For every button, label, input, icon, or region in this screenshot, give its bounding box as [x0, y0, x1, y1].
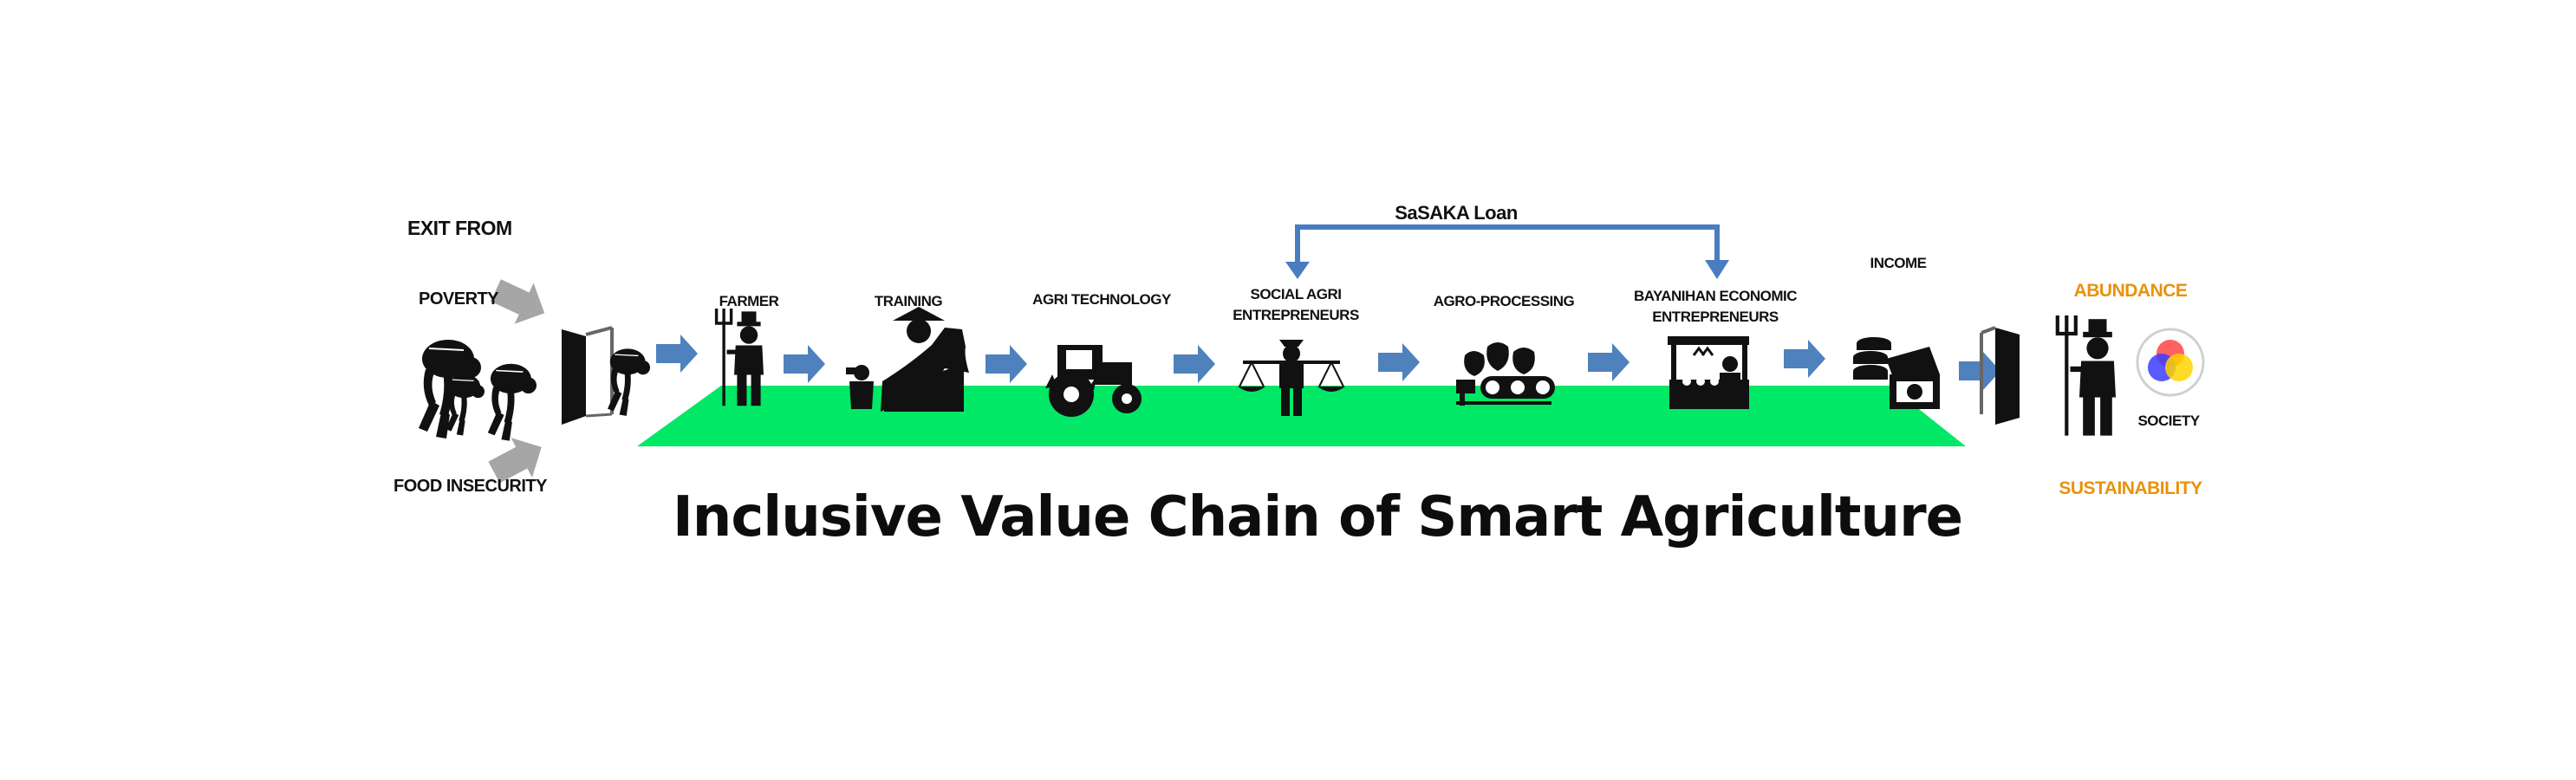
loan-arrow-down-icon — [1705, 260, 1729, 279]
social-agri-line1: SOCIAL AGRI — [1250, 286, 1342, 302]
door-icon — [1980, 326, 2020, 425]
tractor-icon — [1045, 345, 1142, 417]
money-icon — [1853, 337, 1940, 409]
bayanihan-line1: BAYANIHAN ECONOMIC — [1633, 288, 1798, 304]
loan-arrow-down-icon — [1285, 262, 1310, 279]
food-insecurity-label: FOOD INSECURITY — [394, 477, 547, 496]
social-agri-line2: ENTREPRENEURS — [1233, 307, 1359, 323]
food-insecurity-arrow-icon — [488, 438, 542, 484]
poverty-label: POVERTY — [419, 289, 499, 309]
flow-arrow-icon — [1378, 343, 1420, 381]
agri-technology-label: AGRI TECHNOLOGY — [1032, 291, 1171, 308]
farmer-label: FARMER — [719, 293, 779, 309]
flow-arrow-icon — [656, 335, 698, 373]
bent-person-icon — [445, 374, 485, 437]
bayanihan-label: BAYANIHAN ECONOMIC ENTREPRENEURS — [1633, 286, 1798, 328]
diagram-title: Inclusive Value Chain of Smart Agricultu… — [672, 485, 1963, 549]
training-label: TRAINING — [874, 293, 943, 309]
scale-person-icon — [1238, 340, 1345, 416]
income-label: INCOME — [1870, 255, 1928, 271]
conveyor-icon — [1456, 342, 1555, 406]
flow-arrow-icon — [1784, 340, 1825, 378]
door-icon — [562, 326, 614, 425]
social-agri-label: SOCIAL AGRI ENTREPRENEURS — [1233, 284, 1359, 326]
loan-connector — [1295, 224, 1720, 272]
society-label: SOCIETY — [2137, 413, 2200, 429]
poverty-arrow-icon — [491, 279, 545, 324]
flow-arrow-icon — [784, 345, 825, 383]
training-icon — [846, 307, 969, 412]
agro-processing-label: AGRO-PROCESSING — [1433, 293, 1575, 309]
bent-person-icon — [607, 348, 651, 417]
abundance-label: ABUNDANCE — [2073, 281, 2188, 301]
flow-arrow-icon — [986, 345, 1027, 383]
bent-person-icon — [487, 362, 537, 442]
farmer-icon — [2058, 315, 2116, 436]
flow-arrow-icon — [1174, 345, 1215, 383]
exit-from-label: EXIT FROM — [407, 217, 512, 239]
loan-label: SaSAKA Loan — [1395, 202, 1518, 224]
bayanihan-line2: ENTREPRENEURS — [1652, 309, 1779, 325]
venn-icon — [2136, 328, 2205, 397]
flow-arrow-icon — [1588, 343, 1630, 381]
sustainability-label: SUSTAINABILITY — [2059, 478, 2202, 498]
farmer-icon — [714, 307, 765, 407]
market-stall-icon — [1668, 336, 1749, 409]
